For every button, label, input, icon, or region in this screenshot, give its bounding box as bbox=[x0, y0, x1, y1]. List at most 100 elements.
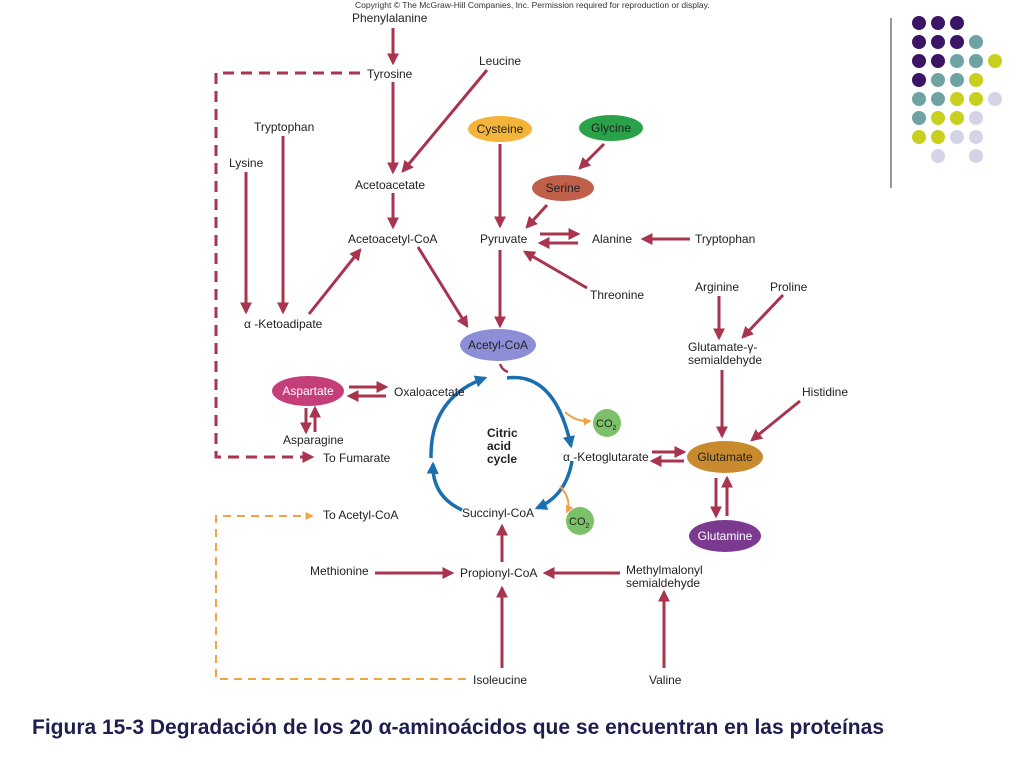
label-proline: Proline bbox=[770, 280, 808, 294]
decorative-dot bbox=[950, 73, 964, 87]
label-pyruvate: Pyruvate bbox=[480, 232, 528, 246]
label-isoleucine: Isoleucine bbox=[473, 673, 527, 687]
decorative-dot bbox=[912, 54, 926, 68]
co2-top-circle bbox=[593, 409, 621, 437]
decorative-dot bbox=[969, 111, 983, 125]
label-lysine: Lysine bbox=[229, 156, 264, 170]
decorative-dot bbox=[912, 92, 926, 106]
label-alanine: Alanine bbox=[592, 232, 632, 246]
label-acetoacetate: Acetoacetate bbox=[355, 178, 425, 192]
arrow-histidine-glutamate bbox=[750, 399, 801, 442]
decorative-dot bbox=[912, 73, 926, 87]
glutamate-oval bbox=[687, 441, 763, 473]
cycle-arc-bottom-right bbox=[534, 460, 574, 510]
cysteine-oval bbox=[468, 116, 532, 142]
label-to-fumarate: To Fumarate bbox=[323, 451, 391, 465]
decorative-dot bbox=[969, 149, 983, 163]
arrow-proline-semialdehyde bbox=[741, 293, 785, 339]
decorative-dot bbox=[969, 35, 983, 49]
label-histidine: Histidine bbox=[802, 385, 848, 399]
decorative-dot bbox=[969, 92, 983, 106]
label-glutamine: Glutamine bbox=[698, 529, 753, 543]
decorative-dot bbox=[912, 111, 926, 125]
decorative-dot bbox=[950, 111, 964, 125]
decorative-dot bbox=[912, 130, 926, 144]
aspartate-oval bbox=[272, 376, 344, 406]
label-leucine: Leucine bbox=[479, 54, 521, 68]
label-glutamate-semialdehyde-2: semialdehyde bbox=[688, 353, 762, 367]
decorative-dot bbox=[912, 35, 926, 49]
arrow-leucine-acetoacetate bbox=[401, 69, 489, 173]
label-to-acetyl-coa: To Acetyl-CoA bbox=[323, 508, 398, 522]
glutamine-oval bbox=[689, 520, 761, 552]
label-tryptophan-left: Tryptophan bbox=[254, 120, 314, 134]
label-co2-bottom: CO2 bbox=[569, 516, 590, 530]
dashed-tyrosine-fumarate bbox=[214, 71, 360, 463]
label-arginine: Arginine bbox=[695, 280, 739, 294]
decorative-dot bbox=[931, 16, 945, 30]
arrow-acetylcoa-cycle bbox=[498, 363, 509, 374]
co2-arrow-top bbox=[564, 411, 592, 426]
decorative-dot bbox=[931, 111, 945, 125]
label-acetoacetyl-coa: Acetoacetyl-CoA bbox=[348, 232, 437, 246]
decorative-dot bbox=[931, 54, 945, 68]
label-valine: Valine bbox=[649, 673, 682, 687]
figure-caption: Figura 15-3 Degradación de los 20 α-amin… bbox=[32, 716, 884, 739]
decorative-dot bbox=[969, 73, 983, 87]
label-asparagine: Asparagine bbox=[283, 433, 344, 447]
co2-arrow-bottom bbox=[559, 485, 574, 514]
label-aspartate: Aspartate bbox=[282, 384, 334, 398]
decorative-dot bbox=[931, 92, 945, 106]
label-glutamate: Glutamate bbox=[697, 450, 753, 464]
acetylcoa-oval bbox=[460, 329, 536, 361]
decorative-dot bbox=[950, 35, 964, 49]
cycle-arc-top bbox=[506, 375, 575, 449]
label-acid: acid bbox=[487, 439, 511, 453]
glycine-oval bbox=[579, 115, 643, 141]
label-ketoadipate: α -Ketoadipate bbox=[244, 317, 323, 331]
dashed-isoleucine-acetylcoa bbox=[215, 512, 466, 680]
decorative-dot bbox=[931, 130, 945, 144]
arrow-serine-pyruvate bbox=[525, 203, 549, 229]
decorative-dot bbox=[931, 149, 945, 163]
label-glutamate-semialdehyde-1: Glutamate-γ- bbox=[688, 340, 757, 354]
decorative-dot bbox=[969, 130, 983, 144]
label-ketoglutarate: α -Ketoglutarate bbox=[563, 450, 649, 464]
label-glycine: Glycine bbox=[591, 121, 631, 135]
label-methylmalonyl-2: semialdehyde bbox=[626, 576, 700, 590]
label-oxaloacetate: Oxaloacetate bbox=[394, 385, 465, 399]
label-threonine: Threonine bbox=[590, 288, 644, 302]
label-methionine: Methionine bbox=[310, 564, 369, 578]
decorative-dot bbox=[931, 35, 945, 49]
decorative-dot bbox=[950, 16, 964, 30]
label-cysteine: Cysteine bbox=[477, 122, 524, 136]
label-tryptophan-right: Tryptophan bbox=[695, 232, 755, 246]
label-succinyl-coa: Succinyl-CoA bbox=[462, 506, 534, 520]
decorative-dot bbox=[988, 92, 1002, 106]
decorative-dot bbox=[950, 92, 964, 106]
copyright-text: Copyright © The McGraw-Hill Companies, I… bbox=[355, 0, 710, 10]
decorative-dot bbox=[950, 130, 964, 144]
label-cycle: cycle bbox=[487, 452, 517, 466]
decorative-dot bbox=[950, 54, 964, 68]
cycle-arc-left-bottom bbox=[426, 461, 463, 512]
label-citric: Citric bbox=[487, 426, 518, 440]
co2-bottom-circle bbox=[566, 507, 594, 535]
label-acetyl-coa: Acetyl-CoA bbox=[468, 338, 528, 352]
label-tyrosine: Tyrosine bbox=[367, 67, 413, 81]
decorative-dot-grid bbox=[912, 16, 1002, 163]
label-phenylalanine: Phenylalanine bbox=[352, 11, 428, 25]
arrow-glycine-serine bbox=[578, 142, 606, 170]
label-serine: Serine bbox=[546, 181, 581, 195]
arrow-acetoacetylcoa-acetylcoa bbox=[416, 246, 469, 329]
serine-oval bbox=[532, 175, 594, 201]
label-co2-top: CO2 bbox=[596, 418, 617, 432]
label-methylmalonyl-1: Methylmalonyl bbox=[626, 563, 703, 577]
decorative-dot bbox=[969, 54, 983, 68]
arrow-threonine-pyruvate bbox=[522, 250, 588, 290]
decorative-dot bbox=[931, 73, 945, 87]
decorative-dot bbox=[912, 16, 926, 30]
label-propionyl-coa: Propionyl-CoA bbox=[460, 566, 537, 580]
arrow-ketoadipate-acetoacetylcoa bbox=[307, 248, 362, 315]
